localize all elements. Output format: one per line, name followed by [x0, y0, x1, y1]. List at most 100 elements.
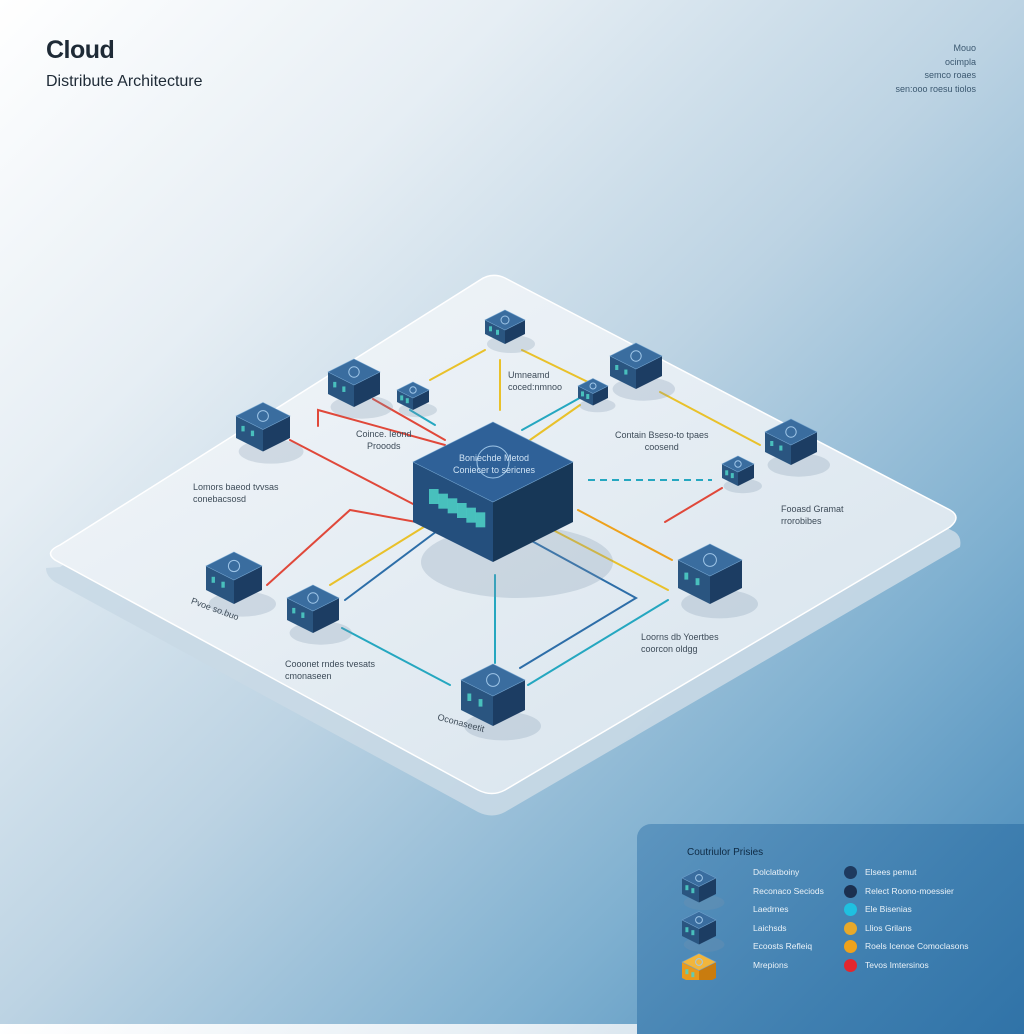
legend-color-dot-icon — [844, 866, 857, 879]
port-light-icon — [400, 395, 404, 401]
port-light-icon — [438, 493, 448, 509]
cube-top-face — [412, 421, 574, 503]
label-line: cmonaseen — [285, 671, 332, 681]
node-glyph-icon — [500, 315, 510, 325]
legend-color-item: Ele Bisenias — [865, 904, 912, 914]
node-glyph-icon — [476, 445, 510, 479]
cube-top-face — [577, 378, 609, 394]
server-node-3[interactable] — [396, 381, 437, 418]
connection-line-yellow — [529, 404, 581, 441]
port-light-icon — [691, 888, 695, 894]
legend-color-item: Roels Icenoe Comoclasons — [865, 941, 969, 951]
port-light-icon — [725, 470, 729, 476]
server-node-10[interactable] — [286, 584, 352, 645]
connection-line-yellow — [521, 349, 591, 384]
cube-right-face — [699, 962, 716, 980]
cube-right-face — [791, 432, 817, 465]
cube-left-face — [397, 390, 413, 410]
port-light-icon — [292, 607, 296, 614]
cube-right-face — [493, 680, 525, 726]
legend-cube-blue[interactable] — [681, 869, 725, 911]
port-light-icon — [221, 581, 225, 588]
cube-top-face — [484, 309, 526, 331]
label-line: Umneamd — [508, 370, 550, 380]
connection-line-blue — [519, 539, 639, 669]
legend-item: Mrepions — [753, 959, 788, 970]
note-line: sen:ooo roesu tiolos — [895, 83, 976, 94]
server-node-8[interactable] — [721, 455, 762, 494]
server-node-4[interactable] — [577, 378, 616, 413]
port-light-icon — [241, 425, 245, 432]
server-node-2[interactable] — [609, 342, 675, 401]
node-glyph-icon — [630, 350, 642, 362]
cube-right-face — [493, 462, 573, 562]
legend-color-dot-icon — [844, 940, 857, 953]
port-light-icon — [478, 699, 483, 707]
legend-cube-orange[interactable] — [681, 953, 725, 981]
server-node-12[interactable] — [460, 663, 541, 741]
cube-top-face — [764, 418, 818, 446]
cube-left-face — [682, 878, 699, 903]
note-line: ocimpla — [944, 56, 976, 67]
port-light-icon — [457, 503, 467, 518]
node-glyph-icon — [589, 382, 597, 390]
cube-top-face — [205, 551, 263, 581]
cube-left-face — [578, 386, 593, 406]
cube-top-face — [235, 402, 291, 430]
label-line: coced:nmnoo — [508, 382, 563, 392]
server-node-6[interactable] — [235, 402, 304, 464]
central-node-label: Boniechde Metod Coniecer to sericnes — [452, 452, 536, 476]
node-glyph-icon — [695, 874, 703, 882]
port-light-icon — [581, 391, 584, 397]
label-bottom-left: Cooonet rndes tvesats cmonaseen — [285, 658, 375, 682]
cube-top-face — [681, 869, 717, 887]
legend-item: Dolclatboiny — [753, 867, 800, 877]
port-light-icon — [684, 572, 689, 580]
cube-right-face — [699, 920, 716, 945]
central-node[interactable] — [412, 421, 613, 598]
cube-left-face — [682, 920, 699, 945]
node-glyph-icon — [257, 410, 269, 422]
connection-line-red — [317, 408, 446, 446]
label-line: rrorobibes — [781, 516, 822, 526]
node-glyph-icon — [227, 559, 241, 573]
label-line: Lomors baeod tvvsas — [193, 482, 279, 492]
port-light-icon — [685, 927, 689, 933]
connection-line-teal — [521, 394, 586, 431]
cube-top-face — [286, 584, 340, 612]
cube-left-face — [236, 416, 263, 452]
server-node-9[interactable] — [205, 551, 276, 617]
label-line: Prooods — [367, 441, 401, 451]
port-light-icon — [466, 507, 476, 523]
cube-right-face — [699, 878, 716, 903]
server-node-7[interactable] — [764, 418, 830, 477]
port-light-icon — [496, 329, 499, 335]
top-right-notes: Mouo ocimpla semco roaes sen:ooo roesu t… — [895, 42, 976, 96]
connection-line-yellow — [329, 519, 436, 586]
legend-title: Coutriulor Prisies — [687, 847, 764, 858]
legend-cube-blue-2[interactable] — [681, 911, 725, 953]
central-label-line: Coniecer to sericnes — [452, 465, 536, 475]
connection-line-orange — [577, 509, 673, 561]
port-light-icon — [770, 441, 774, 446]
node-glyph-icon — [348, 366, 360, 378]
port-light-icon — [489, 326, 492, 332]
port-light-icon — [695, 578, 700, 586]
label-line: Contain Bseso-to tpaes — [615, 430, 709, 440]
note-line: Mouo — [953, 43, 976, 53]
cube-right-face — [413, 390, 429, 410]
label-line: Cooonet rndes tvesats — [285, 659, 376, 669]
port-light-icon — [405, 398, 409, 404]
cube-right-face — [234, 566, 262, 604]
server-node-11[interactable] — [677, 543, 758, 619]
label-top: Umneamd coced:nmnoo — [508, 369, 562, 393]
port-light-icon — [779, 445, 783, 451]
connection-line-yellow — [659, 391, 761, 446]
server-node-5[interactable] — [327, 358, 393, 419]
central-label-line: Boniechde Metod — [458, 453, 530, 463]
server-node-1[interactable] — [484, 309, 535, 353]
note-line: semco roaes — [924, 70, 976, 80]
cube-top-face — [460, 663, 526, 697]
